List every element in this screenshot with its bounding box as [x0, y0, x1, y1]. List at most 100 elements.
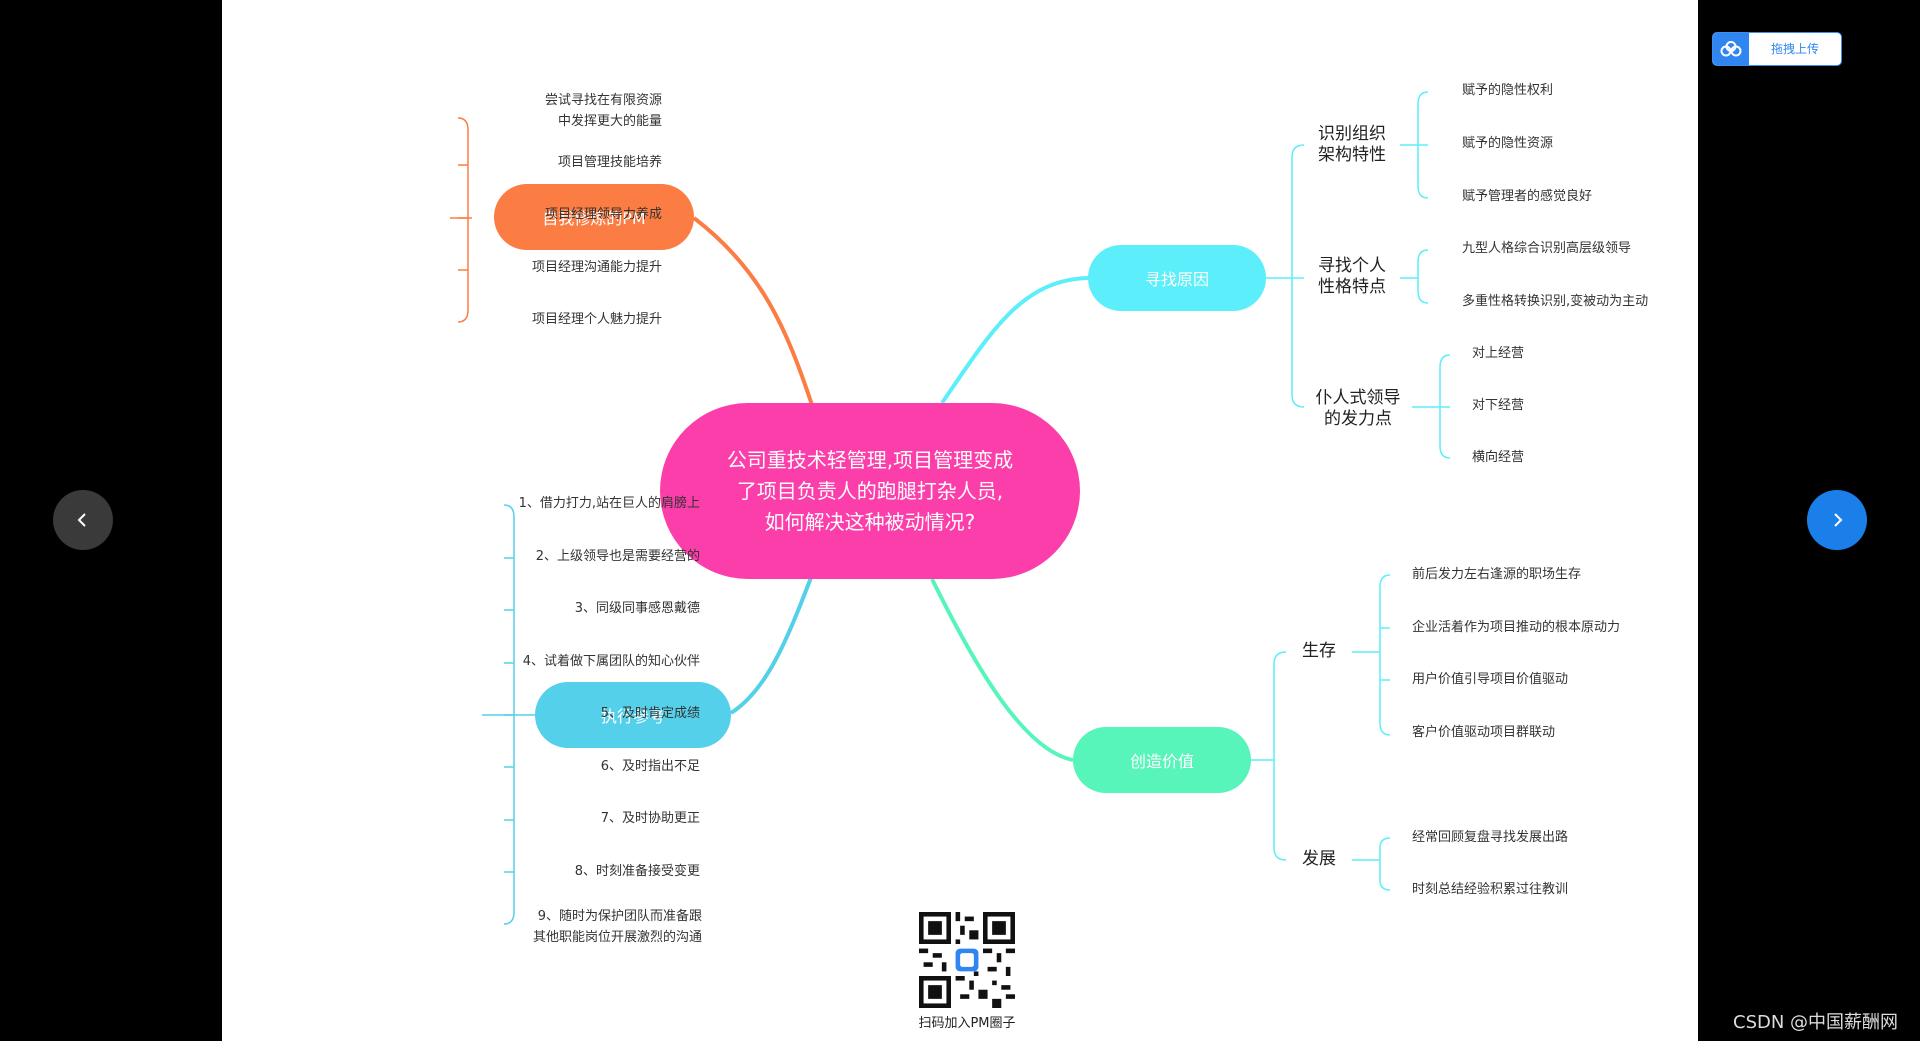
connector-reason — [940, 276, 1089, 405]
leaf-execution[interactable]: 6、及时指出不足 — [601, 756, 700, 777]
connector-exec — [729, 574, 814, 715]
branch-reason-label: 寻找原因 — [1144, 270, 1209, 289]
leaf-value[interactable]: 企业活着作为项目推动的根本原动力 — [1412, 617, 1620, 638]
qr-caption: 扫码加入PM圈子 — [918, 1016, 1016, 1031]
leaf-reason[interactable]: 赋予的隐性权利 — [1462, 80, 1553, 101]
leaf-line: 3、同级同事感恩戴德 — [574, 601, 700, 616]
leaf-line: 赋予管理者的感觉良好 — [1462, 189, 1593, 204]
mindmap-connectors — [450, 91, 1451, 925]
leaf-execution[interactable]: 4、试着做下属团队的知心伙伴 — [523, 651, 700, 672]
leaf-line: 5、及时肯定成绩 — [600, 706, 700, 721]
leaf-reason[interactable]: 赋予管理者的感觉良好 — [1462, 186, 1592, 207]
leaf-reason[interactable]: 多重性格转换识别,变被动为主动 — [1462, 291, 1648, 312]
leaf-execution[interactable]: 7、及时协助更正 — [601, 808, 700, 829]
leaf-line: 企业活着作为项目推动的根本原动力 — [1412, 620, 1621, 635]
leaf-line: 横向经营 — [1472, 450, 1525, 465]
csdn-credit: CSDN @中国薪酬网 — [1733, 1012, 1899, 1033]
subtopic-line: 寻找个人 — [1318, 256, 1386, 276]
leaf-value[interactable]: 时刻总结经验积累过往教训 — [1412, 879, 1568, 900]
subtopic-reason[interactable]: 识别组织 架构特性 — [1304, 124, 1400, 166]
center-topic-line: 公司重技术轻管理,项目管理变成 — [726, 447, 1014, 472]
leaf-value[interactable]: 客户价值驱动项目群联动 — [1412, 722, 1555, 743]
leaf-reason[interactable]: 九型人格综合识别高层级领导 — [1462, 238, 1631, 259]
subtopic-value[interactable]: 生存 — [1286, 641, 1352, 662]
center-topic[interactable]: 公司重技术轻管理,项目管理变成 了项目负责人的跑腿打杂人员, 如何解决这种被动情… — [660, 403, 1080, 579]
leaf-reason[interactable]: 对下经营 — [1472, 395, 1524, 416]
leaf-line: 用户价值引导项目价值驱动 — [1412, 672, 1569, 687]
leaf-line: 6、及时指出不足 — [600, 759, 700, 774]
subtopic-line: 的发力点 — [1324, 409, 1392, 429]
branch-value[interactable]: 创造价值 — [1073, 727, 1251, 793]
chevron-right-icon — [1834, 513, 1843, 527]
leaf-self-pm[interactable]: 项目经理个人魅力提升 — [532, 309, 662, 330]
leaf-self-pm[interactable]: 项目经理沟通能力提升 — [532, 257, 662, 278]
leaf-line: 其他职能岗位开展激烈的沟通 — [532, 930, 702, 945]
leaf-line: 项目管理技能培养 — [557, 155, 662, 170]
bracket-exec — [482, 504, 535, 925]
leaf-line: 尝试寻找在有限资源 — [544, 93, 662, 108]
prev-button[interactable] — [53, 490, 113, 550]
center-topic-line: 了项目负责人的跑腿打杂人员, — [736, 478, 1004, 503]
mindmap-canvas: 公司重技术轻管理,项目管理变成 了项目负责人的跑腿打杂人员, 如何解决这种被动情… — [222, 0, 1698, 1041]
bracket-self — [450, 117, 472, 323]
subtopic-line: 生存 — [1302, 641, 1336, 661]
connector-self — [692, 216, 814, 406]
leaf-execution[interactable]: 9、随时为保护团队而准备跟 其他职能岗位开展激烈的沟通 — [533, 906, 702, 948]
bracket-reason — [1266, 91, 1451, 459]
leaf-line: 九型人格综合识别高层级领导 — [1462, 241, 1632, 256]
subtopic-line: 仆人式领导 — [1315, 388, 1401, 408]
upload-button-label: 拖拽上传 — [1770, 42, 1819, 56]
branch-value-label: 创造价值 — [1129, 752, 1194, 771]
leaf-line: 项目经理沟通能力提升 — [531, 260, 662, 275]
leaf-line: 前后发力左右逢源的职场生存 — [1412, 567, 1582, 582]
leaf-execution[interactable]: 3、同级同事感恩戴德 — [575, 598, 700, 619]
subtopic-line: 性格特点 — [1318, 277, 1386, 297]
leaf-self-pm[interactable]: 项目经理领导力养成 — [545, 204, 662, 225]
subtopic-line: 架构特性 — [1318, 145, 1386, 165]
leaf-execution[interactable]: 2、上级领导也是需要经营的 — [536, 546, 700, 567]
next-button[interactable] — [1807, 490, 1867, 550]
leaf-self-pm[interactable]: 项目管理技能培养 — [558, 152, 662, 173]
leaf-line: 项目经理个人魅力提升 — [531, 312, 662, 327]
leaf-line: 对下经营 — [1472, 398, 1525, 413]
leaf-line: 1、借力打力,站在巨人的肩膀上 — [518, 496, 700, 511]
leaf-line: 经常回顾复盘寻找发展出路 — [1412, 830, 1569, 845]
leaf-line: 9、随时为保护团队而准备跟 — [537, 909, 702, 924]
center-topic-line: 如何解决这种被动情况? — [764, 509, 976, 534]
leaf-line: 多重性格转换识别,变被动为主动 — [1462, 294, 1649, 309]
leaf-execution[interactable]: 1、借力打力,站在巨人的肩膀上 — [519, 493, 700, 514]
branch-self-pm-label: 自我修炼的PM — [542, 209, 646, 228]
leaf-line: 7、及时协助更正 — [600, 811, 700, 826]
leaf-execution[interactable]: 5、及时肯定成绩 — [601, 703, 700, 724]
cloud-icon — [1713, 33, 1749, 65]
leaf-reason[interactable]: 横向经营 — [1472, 447, 1524, 468]
leaf-reason[interactable]: 赋予的隐性资源 — [1462, 133, 1553, 154]
leaf-line: 4、试着做下属团队的知心伙伴 — [522, 654, 700, 669]
subtopic-value[interactable]: 发展 — [1286, 849, 1352, 870]
qr-code-icon — [919, 912, 1015, 1008]
leaf-line: 对上经营 — [1472, 346, 1525, 361]
leaf-line: 中发挥更大的能量 — [557, 114, 662, 129]
leaf-execution[interactable]: 8、时刻准备接受变更 — [575, 861, 700, 882]
leaf-line: 2、上级领导也是需要经营的 — [535, 549, 700, 564]
leaf-value[interactable]: 经常回顾复盘寻找发展出路 — [1412, 827, 1568, 848]
leaf-line: 客户价值驱动项目群联动 — [1412, 725, 1556, 740]
branch-execution[interactable]: 执行参考 — [535, 682, 731, 748]
leaf-reason[interactable]: 对上经营 — [1472, 343, 1524, 364]
upload-button[interactable]: 拖拽上传 — [1712, 32, 1842, 66]
branch-reason[interactable]: 寻找原因 — [1088, 245, 1266, 311]
leaf-value[interactable]: 前后发力左右逢源的职场生存 — [1412, 564, 1581, 585]
subtopic-reason[interactable]: 仆人式领导 的发力点 — [1304, 388, 1412, 430]
subtopic-reason[interactable]: 寻找个人 性格特点 — [1304, 256, 1400, 298]
chevron-left-icon — [77, 513, 86, 527]
leaf-line: 赋予的隐性资源 — [1462, 136, 1554, 151]
leaf-value[interactable]: 用户价值引导项目价值驱动 — [1412, 669, 1568, 690]
leaf-line: 8、时刻准备接受变更 — [574, 864, 700, 879]
leaf-line: 赋予的隐性权利 — [1462, 83, 1554, 98]
bracket-value — [1251, 574, 1391, 891]
connector-value — [930, 578, 1074, 762]
leaf-self-pm[interactable]: 尝试寻找在有限资源 中发挥更大的能量 — [545, 90, 662, 132]
subtopic-line: 发展 — [1302, 849, 1336, 869]
branch-self-pm[interactable]: 自我修炼的PM — [494, 184, 694, 250]
subtopic-line: 识别组织 — [1318, 124, 1386, 144]
